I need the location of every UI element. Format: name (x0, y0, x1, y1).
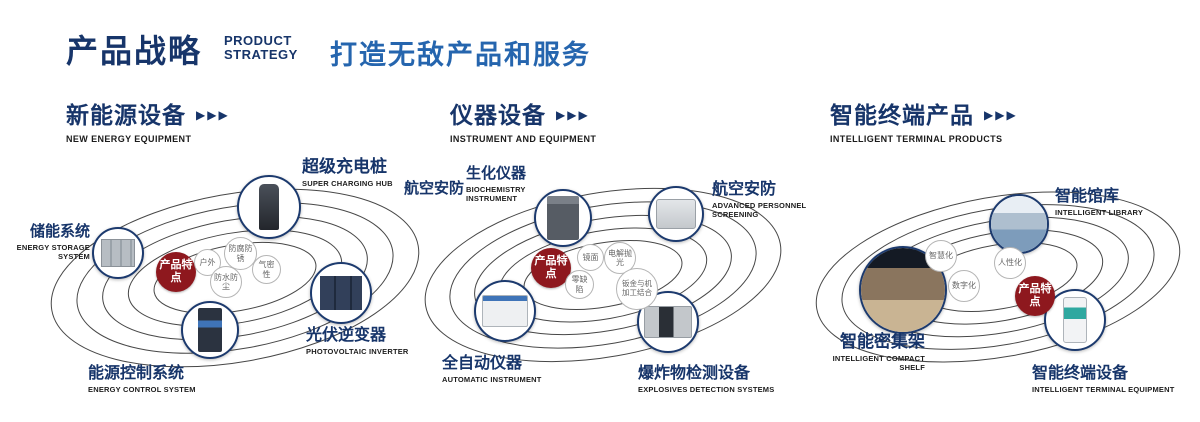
label-biochemistry-instrument: 生化仪器 BIOCHEMISTRY INSTRUMENT (466, 165, 527, 204)
feature-bubble: 防腐防锈 (224, 237, 257, 270)
super-charging-hub-node (237, 175, 301, 239)
energy-control-photo-icon (197, 308, 223, 352)
feature-bubble: 镜面 (577, 244, 604, 271)
slogan: 打造无敌产品和服务 (330, 40, 591, 70)
personnel-screening-photo-icon (656, 198, 696, 230)
product-features-badge: 产品特点 (531, 248, 571, 288)
triple-arrow-icon: ▶▶▶ (556, 108, 590, 122)
explosives-detection-photo-icon (644, 305, 692, 339)
super-charging-hub-photo-icon (258, 183, 280, 231)
photovoltaic-inverter-node (310, 262, 372, 324)
section-title: 新能源设备 (66, 102, 186, 128)
personnel-screening-node (648, 186, 704, 242)
feature-bubble: 防水防尘 (210, 266, 242, 298)
feature-bubble: 气密性 (252, 255, 281, 284)
biochemistry-instrument-node (534, 189, 592, 247)
label-personnel-screening: 航空安防 ADVANCED PERSONNEL SCREENING (712, 181, 807, 220)
section-subtitle: INTELLIGENT TERMINAL PRODUCTS (830, 134, 1003, 144)
feature-bubble: 智慧化 (925, 240, 957, 272)
energy-control-node (181, 301, 239, 359)
feature-bubble: 零缺陷 (565, 270, 594, 299)
section-new-energy-header: 新能源设备 ▶▶▶ NEW ENERGY EQUIPMENT (66, 96, 230, 144)
energy-storage-node (92, 227, 144, 279)
label-intelligent-compact-shelf: 智能密集架 INTELLIGENT COMPACT SHELF (832, 332, 925, 373)
section-title: 智能终端产品 (830, 102, 974, 128)
feature-bubble: 数字化 (948, 270, 980, 302)
section-subtitle: NEW ENERGY EQUIPMENT (66, 134, 192, 144)
label-super-charging-hub: 超级充电桩 SUPER CHARGING HUB (302, 157, 393, 188)
triple-arrow-icon: ▶▶▶ (984, 108, 1018, 122)
section-intelligent-terminals-header: 智能终端产品 ▶▶▶ INTELLIGENT TERMINAL PRODUCTS (830, 96, 1018, 144)
page-title-english-line1: PRODUCT (224, 33, 292, 48)
feature-bubble: 人性化 (994, 247, 1026, 279)
intelligent-library-node (989, 194, 1049, 254)
intelligent-terminal-photo-icon (1063, 297, 1087, 343)
product-features-badge: 产品特点 (156, 252, 196, 292)
page-title-english: PRODUCT STRATEGY (224, 33, 298, 63)
photovoltaic-inverter-photo-icon (320, 275, 362, 311)
label-intelligent-terminal-equipment: 智能终端设备 INTELLIGENT TERMINAL EQUIPMENT (1032, 365, 1175, 394)
label-energy-storage: 储能系统 ENERGY STORAGE SYSTEM (16, 223, 90, 262)
feature-bubble: 户外 (194, 249, 221, 276)
label-explosives-detection: 爆炸物检测设备 EXPLOSIVES DETECTION SYSTEMS (638, 365, 775, 394)
section-instruments-header: 仪器设备 ▶▶▶ INSTRUMENT AND EQUIPMENT (450, 96, 596, 144)
energy-storage-photo-icon (101, 239, 135, 267)
page-title-english-line2: STRATEGY (224, 47, 298, 63)
label-aviation-security-left: 航空安防 (404, 180, 465, 197)
label-automatic-instrument: 全自动仪器 AUTOMATIC INSTRUMENT (442, 355, 542, 384)
label-photovoltaic-inverter: 光伏逆变器 PHOTOVOLTAIC INVERTER (306, 327, 409, 356)
intelligent-library-photo-icon (991, 196, 1047, 252)
triple-arrow-icon: ▶▶▶ (196, 108, 230, 122)
automatic-instrument-node (474, 280, 536, 342)
section-title: 仪器设备 (450, 102, 546, 128)
section-subtitle: INSTRUMENT AND EQUIPMENT (450, 134, 597, 144)
feature-bubble: 钣金与机加工结合 (616, 268, 658, 310)
label-energy-control-system: 能源控制系统 ENERGY CONTROL SYSTEM (88, 365, 196, 394)
explosives-detection-node (637, 291, 699, 353)
automatic-instrument-photo-icon (481, 295, 529, 327)
page-title: 产品战略 (66, 33, 203, 69)
product-features-badge: 产品特点 (1015, 276, 1055, 316)
biochemistry-instrument-photo-icon (547, 196, 579, 240)
label-intelligent-library: 智能馆库 INTELLIGENT LIBRARY (1055, 188, 1144, 217)
